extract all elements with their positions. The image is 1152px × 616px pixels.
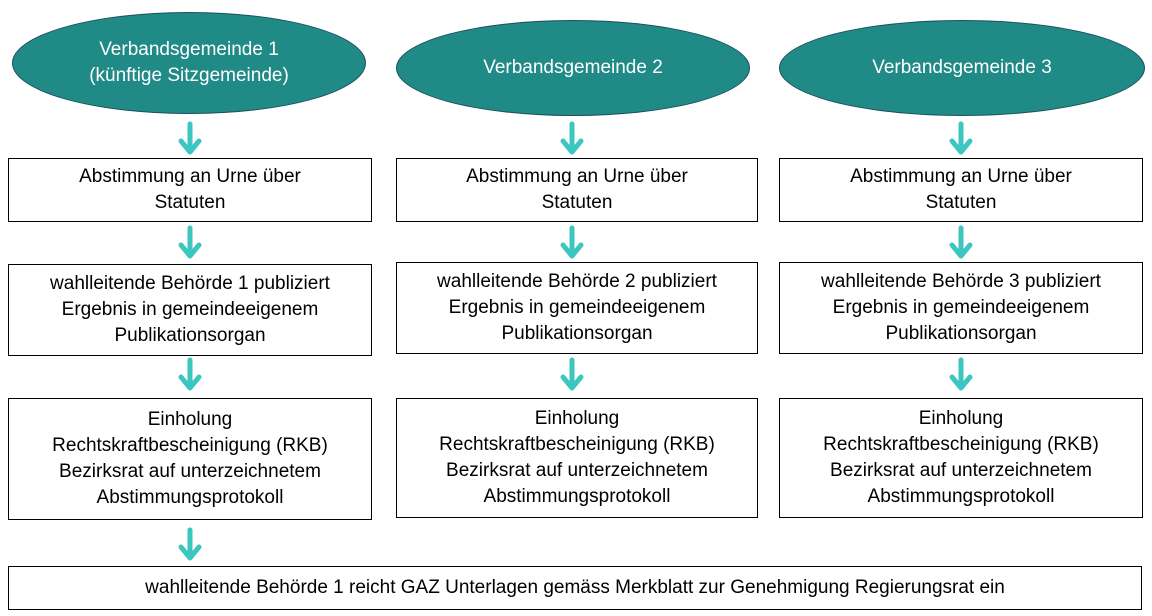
arrow-col2-3 xyxy=(563,360,581,388)
box-text: Einholung Rechtskraftbescheinigung (RKB)… xyxy=(823,408,1099,507)
header-label: Verbandsgemeinde 1 (künftige Sitzgemeind… xyxy=(89,39,289,86)
box-text: Abstimmung an Urne über Statuten xyxy=(466,166,688,213)
vote-box-1: Abstimmung an Urne über Statuten xyxy=(8,158,372,222)
box-text: wahlleitende Behörde 3 publiziert Ergebn… xyxy=(821,271,1101,344)
vote-box-2: Abstimmung an Urne über Statuten xyxy=(396,158,758,222)
box-text: Einholung Rechtskraftbescheinigung (RKB)… xyxy=(52,409,328,508)
publish-box-3: wahlleitende Behörde 3 publiziert Ergebn… xyxy=(779,262,1143,354)
header-verbandsgemeinde-3: Verbandsgemeinde 3 xyxy=(779,20,1145,116)
box-text: wahlleitende Behörde 2 publiziert Ergebn… xyxy=(437,271,717,344)
vote-box-3: Abstimmung an Urne über Statuten xyxy=(779,158,1143,222)
header-label: Verbandsgemeinde 2 xyxy=(483,57,663,78)
arrow-col3-3 xyxy=(952,360,970,388)
publish-box-2: wahlleitende Behörde 2 publiziert Ergebn… xyxy=(396,262,758,354)
header-verbandsgemeinde-2: Verbandsgemeinde 2 xyxy=(396,20,750,116)
arrow-col1-3 xyxy=(181,360,199,388)
arrow-col2-2 xyxy=(563,228,581,256)
rkb-box-1: Einholung Rechtskraftbescheinigung (RKB)… xyxy=(8,398,372,520)
arrow-col3-2 xyxy=(952,228,970,256)
header-label: Verbandsgemeinde 3 xyxy=(872,57,1052,78)
final-step-box: wahlleitende Behörde 1 reicht GAZ Unterl… xyxy=(8,566,1142,610)
rkb-box-2: Einholung Rechtskraftbescheinigung (RKB)… xyxy=(396,398,758,518)
arrow-col3-1 xyxy=(952,124,970,152)
arrow-col2-1 xyxy=(563,124,581,152)
arrow-col1-1 xyxy=(181,124,199,152)
header-verbandsgemeinde-1: Verbandsgemeinde 1 (künftige Sitzgemeind… xyxy=(12,12,366,114)
box-text: wahlleitende Behörde 1 reicht GAZ Unterl… xyxy=(145,577,1005,598)
box-text: Abstimmung an Urne über Statuten xyxy=(850,166,1072,213)
box-text: Abstimmung an Urne über Statuten xyxy=(79,166,301,213)
arrow-col1-2 xyxy=(181,228,199,256)
publish-box-1: wahlleitende Behörde 1 publiziert Ergebn… xyxy=(8,264,372,356)
box-text: wahlleitende Behörde 1 publiziert Ergebn… xyxy=(50,273,330,346)
arrow-col1-4 xyxy=(181,530,199,558)
box-text: Einholung Rechtskraftbescheinigung (RKB)… xyxy=(439,408,715,507)
rkb-box-3: Einholung Rechtskraftbescheinigung (RKB)… xyxy=(779,398,1143,518)
